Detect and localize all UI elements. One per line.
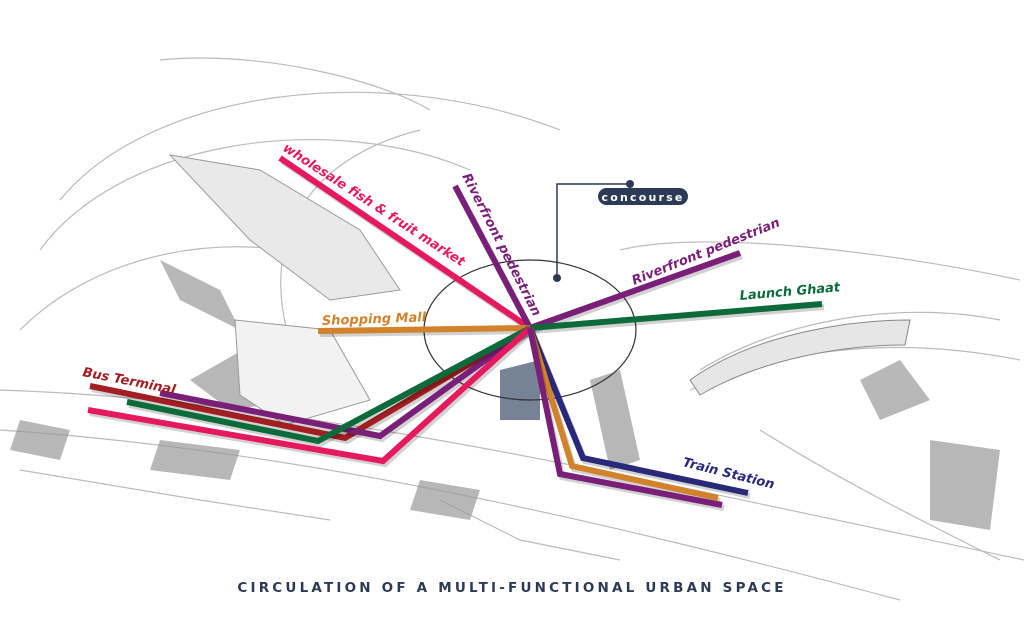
route-bus-pink bbox=[87, 325, 533, 465]
label-riverfront-1: Riverfront pedestrian bbox=[458, 171, 543, 319]
label-riverfront-2: Riverfront pedestrian bbox=[630, 216, 782, 289]
callout-anchor-dot-icon bbox=[553, 274, 561, 282]
route-bus-darkred bbox=[89, 325, 532, 442]
route-train-purple bbox=[527, 327, 723, 508]
route-shopping-mall-shadow bbox=[319, 328, 533, 337]
concourse-callout: concourse bbox=[553, 180, 688, 282]
building-shadows bbox=[10, 260, 1000, 530]
route-launch-ghaat bbox=[529, 301, 823, 331]
callout-dot-icon bbox=[626, 180, 634, 188]
label-shopping-mall: Shopping Mall bbox=[322, 310, 427, 329]
mall-building bbox=[168, 154, 401, 426]
route-riverfront-1 bbox=[452, 184, 533, 330]
route-bus-green bbox=[126, 325, 532, 445]
label-launch-ghaat: Launch Ghaat bbox=[739, 280, 841, 304]
route-riverfront-2 bbox=[528, 250, 742, 331]
diagram-title: CIRCULATION OF A MULTI-FUNCTIONAL URBAN … bbox=[237, 580, 787, 596]
route-shopping-mall bbox=[317, 325, 531, 334]
route-riverfront-2-shadow bbox=[530, 253, 744, 334]
route-wholesale bbox=[278, 155, 532, 331]
route-train-navy bbox=[527, 326, 749, 496]
station-roof bbox=[689, 319, 911, 396]
route-launch-ghaat-shadow bbox=[531, 304, 825, 334]
route-train-orange bbox=[527, 327, 719, 501]
concourse-label: concourse bbox=[601, 191, 684, 204]
route-bus-purple bbox=[159, 325, 532, 440]
